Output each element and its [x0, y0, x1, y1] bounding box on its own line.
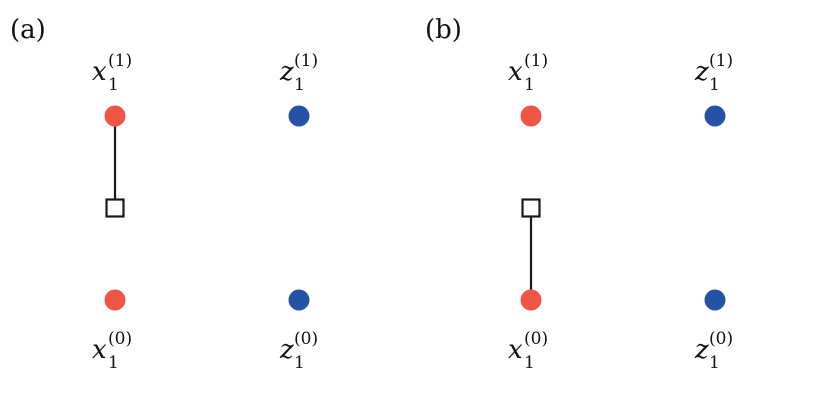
var-subscript: 1 [524, 353, 535, 373]
panel-a-z-bottom-label: z 1 (0) [279, 329, 318, 373]
panel-a-label: (a) [10, 15, 46, 45]
var-subscript: 1 [709, 353, 720, 373]
var-subscript: 1 [108, 353, 119, 373]
panel-b-z-top-label: z 1 (1) [694, 51, 733, 95]
var-superscript: (0) [709, 329, 733, 349]
var-letter: x [508, 57, 523, 87]
var-superscript: (0) [108, 329, 132, 349]
var-subscript: 1 [709, 75, 720, 95]
var-letter: z [694, 57, 709, 87]
panel-b-node-z-top [704, 105, 726, 127]
panel-b-node-x-top [520, 105, 542, 127]
var-superscript: (0) [524, 329, 548, 349]
var-superscript: (1) [709, 51, 733, 71]
var-subscript: 1 [294, 75, 305, 95]
panel-b-z-bottom-label: z 1 (0) [694, 329, 733, 373]
panel-b-label: (b) [425, 15, 462, 45]
panel-a-node-x-bottom [104, 289, 126, 311]
panel-a-z-top-label: z 1 (1) [279, 51, 318, 95]
panel-a-node-x-top [104, 105, 126, 127]
var-superscript: (0) [294, 329, 318, 349]
panel-b-factor-node [521, 198, 541, 218]
var-letter: z [694, 335, 709, 365]
panel-a-node-z-bottom [288, 289, 310, 311]
var-subscript: 1 [524, 75, 535, 95]
panel-b-x-bottom-label: x 1 (0) [508, 329, 548, 373]
var-superscript: (1) [524, 51, 548, 71]
panel-a-factor-node [105, 198, 125, 218]
panel-b-node-x-bottom [520, 289, 542, 311]
var-letter: z [279, 335, 294, 365]
var-superscript: (1) [294, 51, 318, 71]
var-subscript: 1 [108, 75, 119, 95]
panel-b: (b) x 1 (1) z 1 (1) x 1 (0) z [425, 15, 733, 373]
var-superscript: (1) [108, 51, 132, 71]
var-letter: x [92, 335, 107, 365]
panel-a-x-bottom-label: x 1 (0) [92, 329, 132, 373]
panel-a-node-z-top [288, 105, 310, 127]
panel-b-node-z-bottom [704, 289, 726, 311]
panel-b-x-top-label: x 1 (1) [508, 51, 548, 95]
var-letter: x [508, 335, 523, 365]
var-letter: x [92, 57, 107, 87]
var-subscript: 1 [294, 353, 305, 373]
panel-a-x-top-label: x 1 (1) [92, 51, 132, 95]
panel-a: (a) x 1 (1) z 1 (1) x 1 (0) z [10, 15, 318, 373]
var-letter: z [279, 57, 294, 87]
